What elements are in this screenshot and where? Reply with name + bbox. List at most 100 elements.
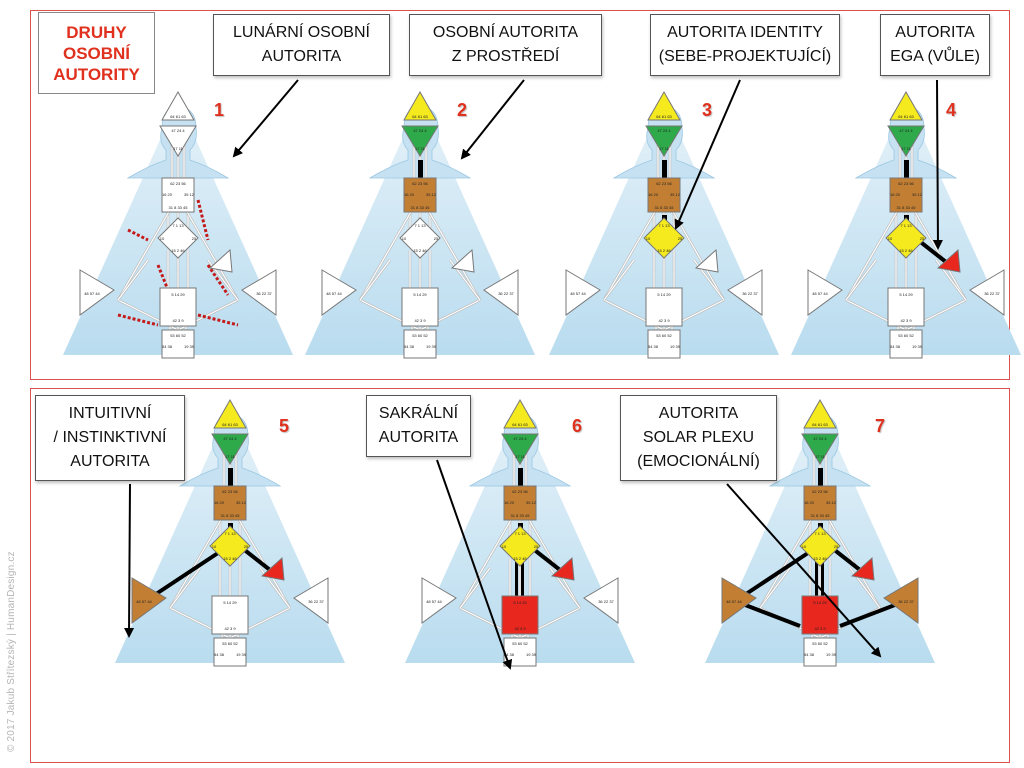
gates-throat-bottom: 31 8 33 45 (511, 513, 531, 518)
defined-channel-g-sacral-2 (521, 558, 524, 618)
ajna-center (645, 125, 683, 157)
gates-ajna: 47 24 4 (513, 436, 527, 441)
defined-channel-ajna-throat (662, 160, 667, 190)
undefined-channel-1 (196, 199, 210, 241)
gates-root-left: 54 38 (504, 652, 515, 657)
channel-inner-7 (427, 209, 481, 301)
gates-sacral-bottom: 42 3 9 (658, 318, 670, 323)
label-4-line-1: AUTORITA (895, 24, 975, 41)
gates-ajna: 47 24 4 (413, 128, 427, 133)
gates-ajna-bottom: 17 11 (901, 146, 911, 151)
spleen-center (131, 577, 167, 624)
defined-channel-g-ego (916, 238, 948, 264)
gates-root-right: 19 39 (826, 652, 837, 657)
undefined-channel-4 (117, 313, 159, 327)
chart-number-4: 4 (946, 100, 957, 120)
throat-center (403, 177, 437, 213)
channel-inner-13 (603, 259, 635, 301)
gates-g-bottom: 15 2 46 (223, 556, 237, 561)
gates-g-right: 25 (678, 236, 683, 241)
undefined-channel-2 (156, 264, 170, 291)
gates-root-left: 54 38 (890, 344, 901, 349)
spleen-center (565, 269, 601, 316)
gates-throat-left: 16 20 (504, 500, 515, 505)
root-center (647, 329, 681, 359)
arrow-3 (674, 79, 741, 230)
gates-g-top: 7 1 13 (172, 223, 184, 228)
gates-sacral-bottom: 42 3 9 (514, 626, 526, 631)
gates-throat-right: 35 12 (912, 192, 923, 197)
undefined-channel-0 (127, 228, 149, 242)
gates-root-top: 53 60 52 (898, 333, 914, 338)
gates-sacral-top: 5 14 29 (171, 292, 185, 297)
gates-solar: 36 22 37 (984, 291, 1000, 296)
gates-spleen: 48 57 44 (84, 291, 100, 296)
spleen-center (321, 269, 357, 316)
gates-g-left: 10 (160, 236, 165, 241)
label-3-line-2: (SEBE-PROJEKTUJÍCÍ) (658, 48, 832, 65)
gates-g-right: 25 (920, 236, 925, 241)
gates-g-bottom: 15 2 46 (171, 248, 185, 253)
gates-solar: 36 22 37 (256, 291, 272, 296)
gates-throat-bottom: 31 8 33 45 (811, 513, 831, 518)
gates-sacral-bottom: 42 3 9 (900, 318, 912, 323)
gates-g-right: 25 (834, 544, 839, 549)
gates-root-top: 53 60 52 (812, 641, 828, 646)
label-6-line-1: SAKRÁLNÍ (378, 405, 459, 422)
defined-channel-g-sacral-2 (821, 558, 824, 618)
label-1-line-2: AUTORITA (261, 48, 342, 65)
gates-sacral-top: 5 14 29 (223, 600, 237, 605)
gates-throat-bottom: 31 8 33 45 (897, 205, 917, 210)
gates-throat-right: 35 12 (236, 500, 247, 505)
gates-ajna: 47 24 4 (223, 436, 237, 441)
defined-channel-g-ego (830, 546, 862, 572)
arrow-2 (460, 79, 525, 160)
gates-throat-top: 62 23 56 (656, 181, 672, 186)
root-center (213, 637, 247, 667)
head-center (213, 398, 247, 429)
label-identity-authority: AUTORITA IDENTITY (SEBE-PROJEKTUJÍCÍ) (650, 14, 840, 76)
arrow-5 (124, 483, 135, 638)
gates-sacral-bottom: 42 3 9 (172, 318, 184, 323)
spleen-center (807, 269, 843, 316)
gates-root-top: 53 60 52 (656, 333, 672, 338)
root-center (161, 329, 195, 359)
gates-ajna-bottom: 17 11 (415, 146, 425, 151)
chart-number-7: 7 (875, 416, 886, 436)
gates-throat-top: 62 23 56 (412, 181, 428, 186)
gates-sacral-bottom: 42 3 9 (814, 626, 826, 631)
chart-number-5: 5 (279, 416, 290, 436)
channel-inner-6 (169, 517, 223, 609)
ego-center (694, 248, 719, 273)
gates-throat-right: 35 12 (670, 192, 681, 197)
spleen-center (721, 577, 757, 624)
gates-g-right: 25 (434, 236, 439, 241)
gates-sacral-top: 5 14 29 (813, 600, 827, 605)
spleen-center (421, 577, 457, 624)
gates-ajna: 47 24 4 (899, 128, 913, 133)
gates-throat-right: 35 12 (526, 500, 537, 505)
throat-center (503, 485, 537, 521)
gates-head: 64 61 63 (898, 114, 914, 119)
label-lunar-authority: LUNÁRNÍ OSOBNÍ AUTORITA (213, 14, 390, 76)
channel-inner-13 (845, 259, 877, 301)
channel-inner-6 (459, 517, 513, 609)
ego-center (260, 556, 285, 581)
gates-root-left: 54 38 (404, 344, 415, 349)
title-line-1: DRUHY (66, 22, 127, 42)
sacral-center (645, 287, 683, 327)
gates-sacral-top: 5 14 29 (413, 292, 427, 297)
root-center (889, 329, 923, 359)
gates-spleen: 48 57 44 (326, 291, 342, 296)
label-2-line-2: Z PROSTŘEDÍ (451, 48, 560, 65)
sacral-center (501, 595, 539, 635)
gates-throat-top: 62 23 56 (812, 489, 828, 494)
defined-channel-g-spleen (148, 551, 220, 600)
label-intuitive-authority: INTUITIVNÍ / INSTINKTIVNÍ AUTORITA (35, 395, 185, 481)
gates-ajna-bottom: 17 11 (225, 454, 235, 459)
title-line-2: OSOBNÍ (62, 43, 131, 63)
gates-g-right: 25 (244, 544, 249, 549)
chart-number-6: 6 (572, 416, 583, 436)
label-7-line-2: SOLAR PLEXU (642, 429, 755, 446)
